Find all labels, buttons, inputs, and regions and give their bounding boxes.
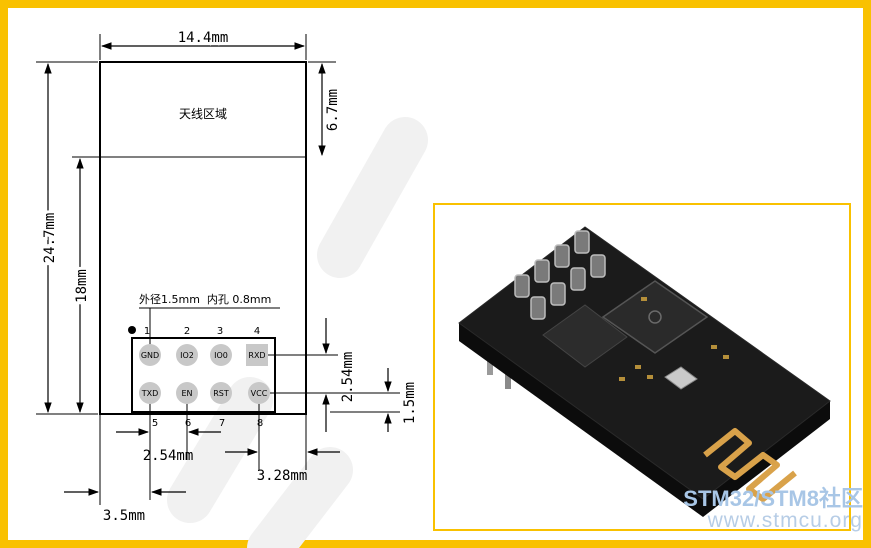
- right-gap-label: 3.28mm: [257, 468, 308, 484]
- total-height-label: 24.7mm: [42, 213, 58, 264]
- pin-pitch-v-dimension: 2.54mm 1.5mm: [268, 318, 418, 432]
- pin-number: 6: [185, 418, 191, 429]
- total-height-dimension: 24.7mm: [36, 61, 98, 415]
- hole-spec-label: 外径1.5mm 内孔 0.8mm: [139, 292, 271, 306]
- pin1-marker-dot: [128, 326, 136, 334]
- flash-chip: [542, 304, 628, 368]
- pin-pad-square: [246, 344, 268, 366]
- width-label: 14.4mm: [178, 30, 229, 46]
- soc-chip: [601, 280, 709, 354]
- pin-label: IO0: [214, 351, 228, 360]
- pin-header-box: [131, 337, 276, 413]
- background-watermark: [167, 117, 428, 548]
- pin-pad: [210, 382, 232, 404]
- pin-number: 4: [254, 326, 260, 337]
- pin-gap-label: 1.5mm: [402, 382, 418, 424]
- crystal: [664, 366, 698, 390]
- module-photo-drawing: [458, 226, 831, 517]
- antenna-area-label: 天线区域: [179, 107, 227, 121]
- antenna-height-dimension: 6.7mm: [308, 61, 344, 157]
- pcb-antenna: [703, 428, 797, 502]
- pin-label: IO2: [180, 351, 194, 360]
- pin-number: 8: [257, 418, 263, 429]
- pin-pad: [248, 382, 270, 404]
- pin-label: RXD: [248, 351, 265, 360]
- pin-number: 1: [144, 326, 150, 337]
- module-photo: [433, 203, 851, 531]
- watermark-url: www.stmcu.org: [707, 509, 863, 532]
- right-gap-dimension: 3.28mm: [225, 404, 340, 484]
- left-gap-label: 3.5mm: [103, 508, 145, 524]
- pin-label: EN: [181, 389, 192, 398]
- wifi-logo: [648, 310, 662, 324]
- pin-pad: [176, 344, 198, 366]
- smd-components: [619, 297, 729, 381]
- body-height-label: 18mm: [74, 269, 90, 303]
- pin-pitch-h-label: 2.54mm: [143, 448, 194, 464]
- pin-label: RST: [213, 389, 229, 398]
- pin-label: GND: [141, 351, 159, 360]
- pin-pad: [176, 382, 198, 404]
- pin-pitch-v-label: 2.54mm: [340, 352, 356, 403]
- left-gap-dimension: 3.5mm: [64, 414, 186, 524]
- pin-number: 7: [219, 418, 225, 429]
- watermark-title: STM32/STM8社区: [683, 486, 863, 511]
- pin-number: 5: [152, 418, 158, 429]
- pin-label: TXD: [141, 389, 159, 398]
- pin-pad: [139, 344, 161, 366]
- width-dimension: 14.4mm: [99, 27, 307, 60]
- header-pins: [514, 230, 606, 320]
- body-height-dimension: 18mm: [71, 157, 93, 414]
- pin-pad: [210, 344, 232, 366]
- pin-number: 3: [217, 326, 223, 337]
- pin-pitch-h-dimension: 2.54mm: [116, 404, 221, 500]
- module-outline: [99, 61, 307, 415]
- pin-row-top: 1 2 3 4 GND IO2 IO0 RXD: [139, 326, 268, 366]
- pin-pad: [139, 382, 161, 404]
- pin-row-bottom: TXD EN RST VCC 5 6 7 8: [139, 382, 270, 429]
- pin-label: VCC: [251, 389, 268, 398]
- antenna-height-label: 6.7mm: [325, 89, 341, 131]
- watermark: STM32/STM8社区 www.stmcu.org: [618, 486, 863, 532]
- pin-number: 2: [184, 326, 190, 337]
